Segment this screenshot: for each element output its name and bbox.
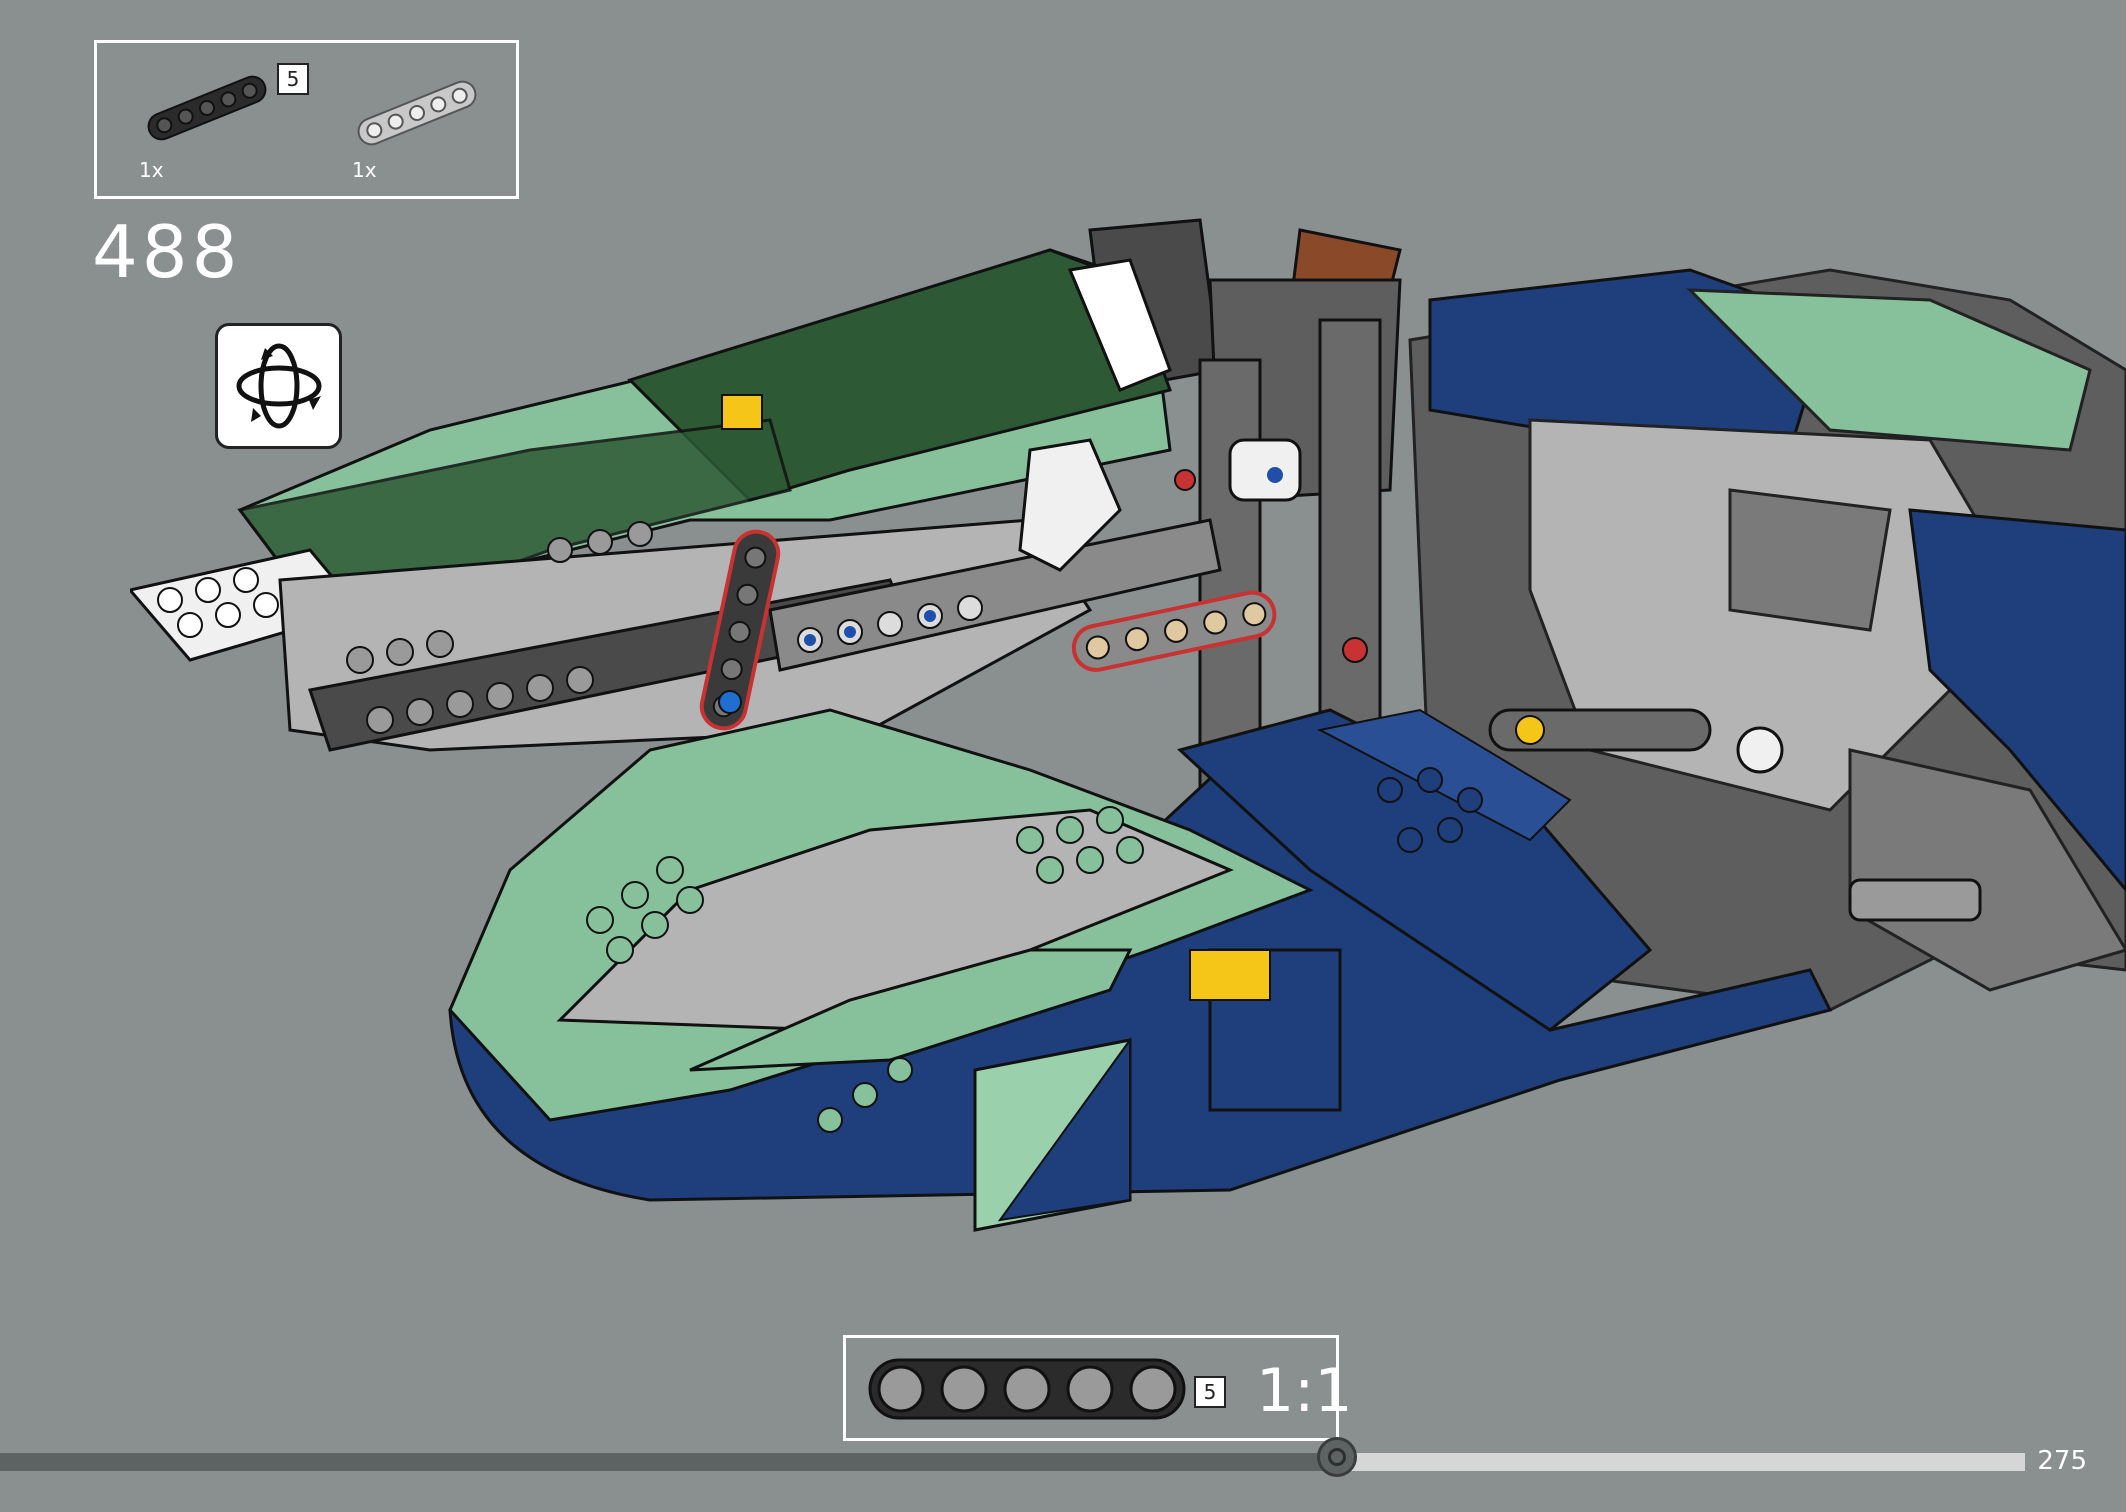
part-length-badge: 5 (277, 63, 309, 95)
scale-ratio: 1:1 (1256, 1356, 1353, 1426)
parts-callout: 5 1x 1x (94, 40, 519, 199)
model-illustration (127, 190, 2126, 1345)
rotate-model-icon (215, 323, 342, 449)
scale-guide: 5 1:1 (843, 1335, 1353, 1441)
black-beam-5-part (137, 63, 277, 153)
progress-fill (0, 1453, 1337, 1471)
scale-length-badge: 5 (1194, 1376, 1226, 1408)
beam-scale-icon (868, 1358, 1186, 1420)
part-quantity: 1x (352, 158, 377, 182)
step-number: 488 (92, 210, 242, 294)
progress-bar[interactable] (0, 1437, 2025, 1477)
part-quantity: 1x (139, 158, 164, 182)
gray-beam-5-part (347, 68, 487, 158)
page-number: 275 (2037, 1446, 2087, 1476)
progress-knob[interactable] (1316, 1437, 1357, 1477)
